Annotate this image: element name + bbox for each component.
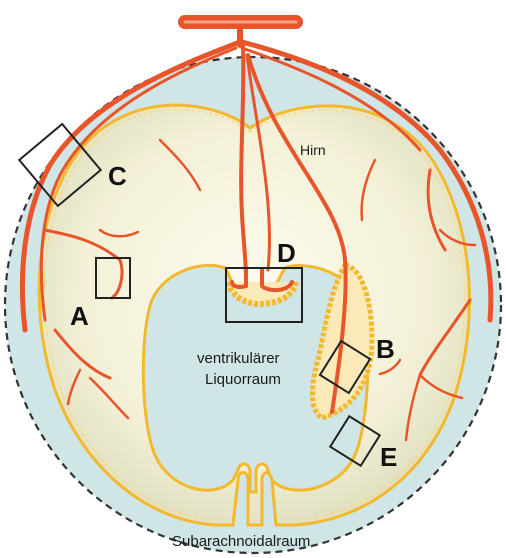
marker-e: E [380,442,397,472]
label-subarachnoid: Subarachnoidalraum [172,533,310,550]
marker-b: B [376,334,395,364]
marker-a: A [70,301,89,331]
label-hirn: Hirn [300,142,326,158]
marker-c: C [108,161,127,191]
label-ventricle-1: ventrikulärer [197,350,280,367]
marker-d: D [277,238,296,268]
label-ventricle-2: Liquorraum [205,371,281,388]
